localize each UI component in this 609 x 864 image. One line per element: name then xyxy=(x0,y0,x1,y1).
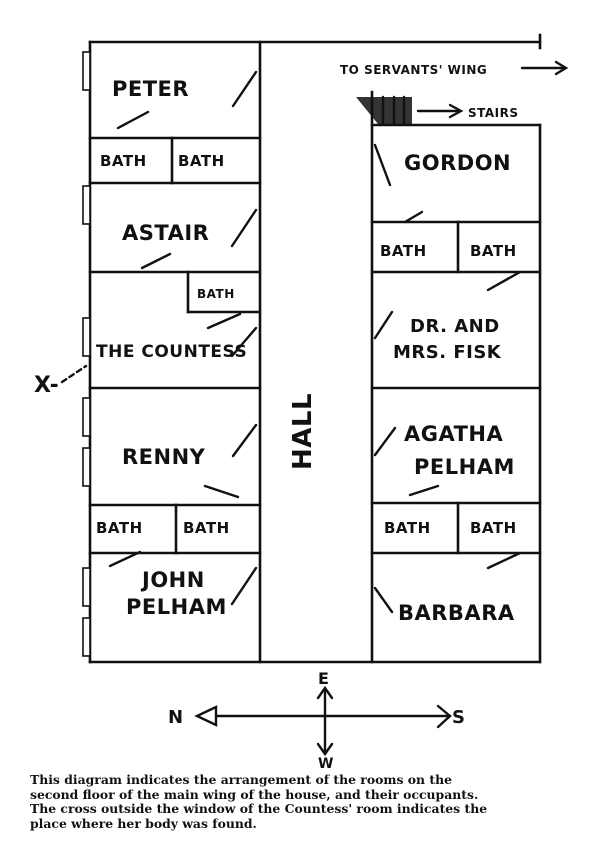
room-bath-left-4: BATH xyxy=(96,519,143,537)
room-bath-left-1: BATH xyxy=(100,152,147,170)
compass-west-label: W xyxy=(318,756,334,772)
room-barbara: BARBARA xyxy=(398,601,515,625)
room-agatha-pelham-line1: AGATHA xyxy=(404,422,504,446)
svg-text:HALL: HALL xyxy=(288,393,318,470)
room-the-countess: THE COUNTESS xyxy=(96,342,247,362)
room-bath-right-1: BATH xyxy=(380,242,427,260)
stairs-label: STAIRS xyxy=(468,106,519,120)
room-gordon: GORDON xyxy=(404,151,511,175)
room-bath-right-4: BATH xyxy=(470,519,517,537)
room-bath-left-5: BATH xyxy=(183,519,230,537)
caption-line-4: place where her body was found. xyxy=(30,815,257,831)
room-bath-left-3: BATH xyxy=(197,287,235,301)
room-john-pelham-line1: JOHN xyxy=(140,568,205,592)
stairs-arrow xyxy=(416,103,464,119)
door-swings xyxy=(108,70,522,614)
room-peter: PETER xyxy=(112,77,189,101)
room-renny: RENNY xyxy=(122,445,206,469)
caption-line-2: second floor of the main wing of the hou… xyxy=(30,786,479,802)
room-dr-and-mrs-fisk-line1: DR. AND xyxy=(410,316,500,337)
room-bath-left-2: BATH xyxy=(178,152,225,170)
room-john-pelham-line2: PELHAM xyxy=(126,595,227,619)
right-wing-partitions xyxy=(370,220,542,555)
stairs-symbol xyxy=(356,95,412,126)
room-agatha-pelham-line2: PELHAM xyxy=(414,455,515,479)
servants-wing-arrow xyxy=(520,60,569,76)
compass-east-label: E xyxy=(318,669,329,688)
diagram-caption: This diagram indicates the arrangement o… xyxy=(30,772,590,831)
caption-line-1: This diagram indicates the arrangement o… xyxy=(30,772,452,787)
caption-line-3: The cross outside the window of the Coun… xyxy=(30,801,488,817)
compass-south-label: S xyxy=(452,707,465,728)
windows xyxy=(82,51,91,657)
compass-north-label: N xyxy=(168,707,184,728)
room-astair: ASTAIR xyxy=(122,221,209,245)
x-mark: X- xyxy=(34,373,59,398)
x-mark-dashes xyxy=(60,364,88,384)
left-wing-partitions xyxy=(88,136,262,555)
to-servants-wing-label: TO SERVANTS' WING xyxy=(340,63,487,77)
room-bath-right-3: BATH xyxy=(384,519,431,537)
compass-rose xyxy=(194,685,452,757)
hall-label: HALL xyxy=(288,393,318,470)
room-dr-and-mrs-fisk-line2: MRS. FISK xyxy=(393,342,502,363)
room-bath-right-2: BATH xyxy=(470,242,517,260)
